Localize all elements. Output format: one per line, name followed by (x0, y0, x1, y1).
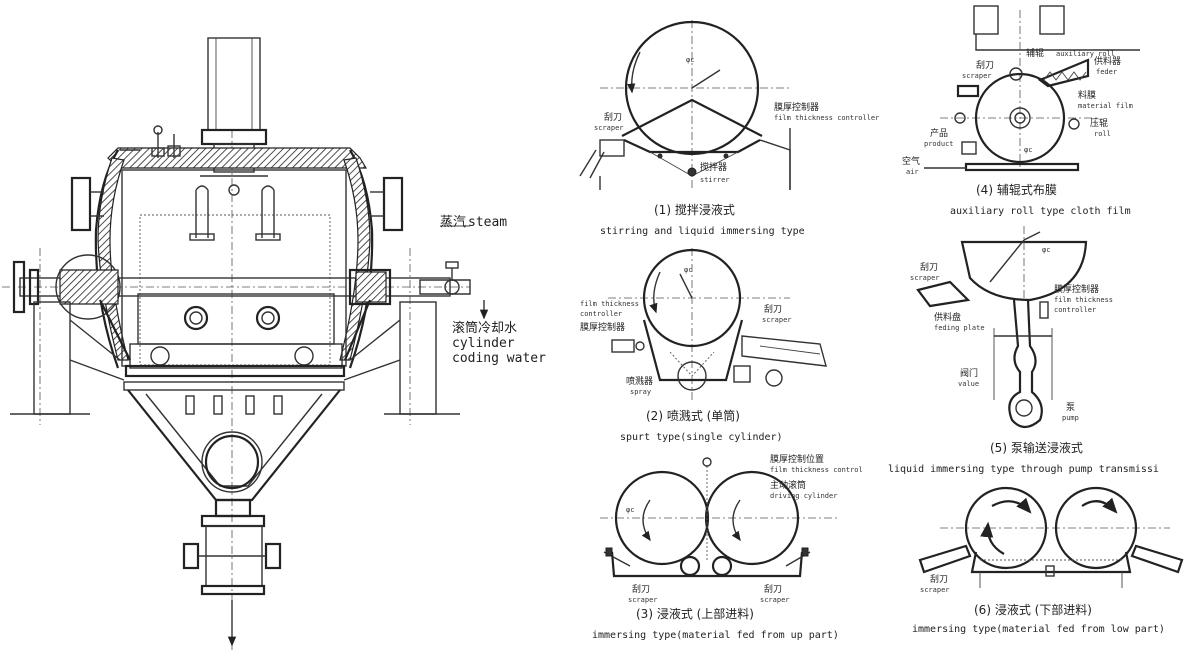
discharge-hopper (127, 389, 341, 596)
p4-film-en: material film (1078, 102, 1133, 110)
drum-lower-body (99, 293, 372, 391)
p4-aux-en: auxiliary roll (1056, 50, 1115, 58)
p4-press-cn: 压辊 (1090, 117, 1108, 129)
p1-scraper-en: scraper (594, 124, 624, 132)
cooling-label-cn: 滚筒冷却水 (452, 320, 517, 336)
left-flange (70, 176, 104, 232)
main-dryer-assembly: 蒸汽 steam 滚筒冷却水 cylinder coding water (2, 37, 546, 652)
panel-1-stirring-type: φc 刮刀 scraper 膜厚控制器 film thickness contr… (579, 20, 879, 237)
p1-film-cn: 膜厚控制器 (774, 101, 819, 113)
p2-dia: φc (684, 266, 692, 274)
steam-label-en: steam (468, 215, 507, 230)
cooling-label-en-1: cylinder (452, 336, 515, 351)
p6-scraper-cn: 刮刀 (930, 573, 948, 585)
p3-scraper-r-cn: 刮刀 (764, 583, 782, 595)
cooling-label-en-2: coding water (452, 351, 546, 366)
p2-caption-en: spurt type(single cylinder) (620, 432, 783, 443)
p4-film-cn: 料膜 (1078, 89, 1096, 101)
steam-label-cn: 蒸汽 (440, 215, 466, 230)
p1-caption-en: stirring and liquid immersing type (600, 226, 805, 237)
p5-dia: φc (1042, 246, 1050, 254)
p3-dia: φc (626, 506, 634, 514)
p2-scraper-cn: 刮刀 (764, 303, 782, 315)
p4-caption-cn: (4) 辅辊式布膜 (976, 183, 1057, 197)
exhaust-chimney (200, 37, 268, 173)
panel-2-spurt-type: φc film thickness controller 膜厚控制器 刮刀 sc… (580, 248, 827, 443)
p5-scraper-en: scraper (910, 274, 940, 282)
p5-pump-cn: 泵 (1066, 402, 1075, 413)
p1-dia: φc (686, 56, 694, 64)
p4-aux-cn: 辅辊 (1026, 47, 1044, 59)
steam-valve (419, 225, 471, 295)
panel-4-auxiliary-roll: φc 辅辊 auxiliary roll 供料器 feder 刮刀 scrape… (902, 5, 1140, 217)
p3-scraper-l-en: scraper (628, 596, 658, 604)
p3-caption-en: immersing type(material fed from up part… (592, 630, 839, 641)
p4-dia: φc (1024, 146, 1032, 154)
p3-driving-en: driving cylinder (770, 492, 837, 500)
p3-caption-cn: (3) 浸液式 (上部进料) (636, 606, 754, 621)
p4-scraper-cn: 刮刀 (976, 59, 994, 71)
right-flange (370, 176, 404, 232)
p4-product-cn: 产品 (930, 127, 948, 139)
p2-scraper-en: scraper (762, 316, 792, 324)
p4-feeder-en: feder (1096, 68, 1117, 76)
panel-6-bottom-feed: 刮刀 scraper (6) 浸液式 (下部进料) immersing type… (912, 486, 1184, 635)
p1-stirrer-en: stirrer (700, 176, 730, 184)
p4-scraper-en: scraper (962, 72, 992, 80)
feed-pipes (189, 175, 281, 241)
p5-film-cn: 膜厚控制器 (1054, 283, 1099, 295)
p3-film-en: film thickness control (770, 466, 863, 474)
p5-plate-en: feding plate (934, 324, 985, 332)
p5-plate-cn: 供料盘 (934, 311, 961, 323)
p3-film-cn: 膜厚控制位置 (770, 453, 824, 465)
p3-scraper-l-cn: 刮刀 (632, 583, 650, 595)
p6-caption-en: immersing type(material fed from low par… (912, 624, 1165, 635)
p1-stirrer-cn: 搅拌器 (700, 161, 727, 173)
p6-scraper-en: scraper (920, 586, 950, 594)
top-valves (120, 125, 181, 158)
p5-scraper-cn: 刮刀 (920, 261, 938, 273)
p4-caption-en: auxiliary roll type cloth film (950, 206, 1131, 217)
p2-spray-en: spray (630, 388, 651, 396)
p1-caption-cn: (1) 搅拌浸液式 (654, 202, 735, 217)
p5-caption-en: liquid immersing type through pump trans… (888, 464, 1159, 475)
p5-caption-cn: (5) 泵输送浸液式 (990, 440, 1083, 455)
drum-hood (94, 147, 374, 369)
p3-driving-cn: 主动滚筒 (770, 479, 806, 491)
p2-film-en-2: controller (580, 310, 622, 318)
p5-film-en-1: film thickness (1054, 296, 1113, 304)
p3-scraper-r-en: scraper (760, 596, 790, 604)
support-legs (10, 301, 460, 415)
p6-caption-cn: (6) 浸液式 (下部进料) (974, 602, 1092, 617)
p2-caption-cn: (2) 喷溅式 (单筒) (646, 408, 740, 423)
p5-film-en-2: controller (1054, 306, 1096, 314)
p1-scraper-cn: 刮刀 (604, 111, 622, 123)
p1-film-en: film thickness controller (774, 114, 879, 122)
p4-air-en: air (906, 168, 919, 176)
drum-shaft (12, 254, 451, 320)
p2-spray-cn: 喷溅器 (626, 375, 653, 387)
p2-film-cn: 膜厚控制器 (580, 321, 625, 333)
p4-press-en: roll (1094, 130, 1111, 138)
p4-air-cn: 空气 (902, 155, 920, 167)
p4-product-en: product (924, 140, 954, 148)
p5-valve-cn: 阀门 (960, 367, 978, 379)
panel-3-top-feed: φc 膜厚控制位置 film thickness control 主动滚筒 dr… (592, 453, 863, 641)
p2-film-en-1: film thickness (580, 300, 639, 308)
p4-feeder-cn: 供料器 (1094, 55, 1121, 67)
p5-valve-en: value (958, 380, 979, 388)
panel-5-pump-type: φc 刮刀 scraper 膜厚控制器 film thickness contr… (888, 226, 1159, 475)
p5-pump-en: pump (1062, 414, 1079, 422)
